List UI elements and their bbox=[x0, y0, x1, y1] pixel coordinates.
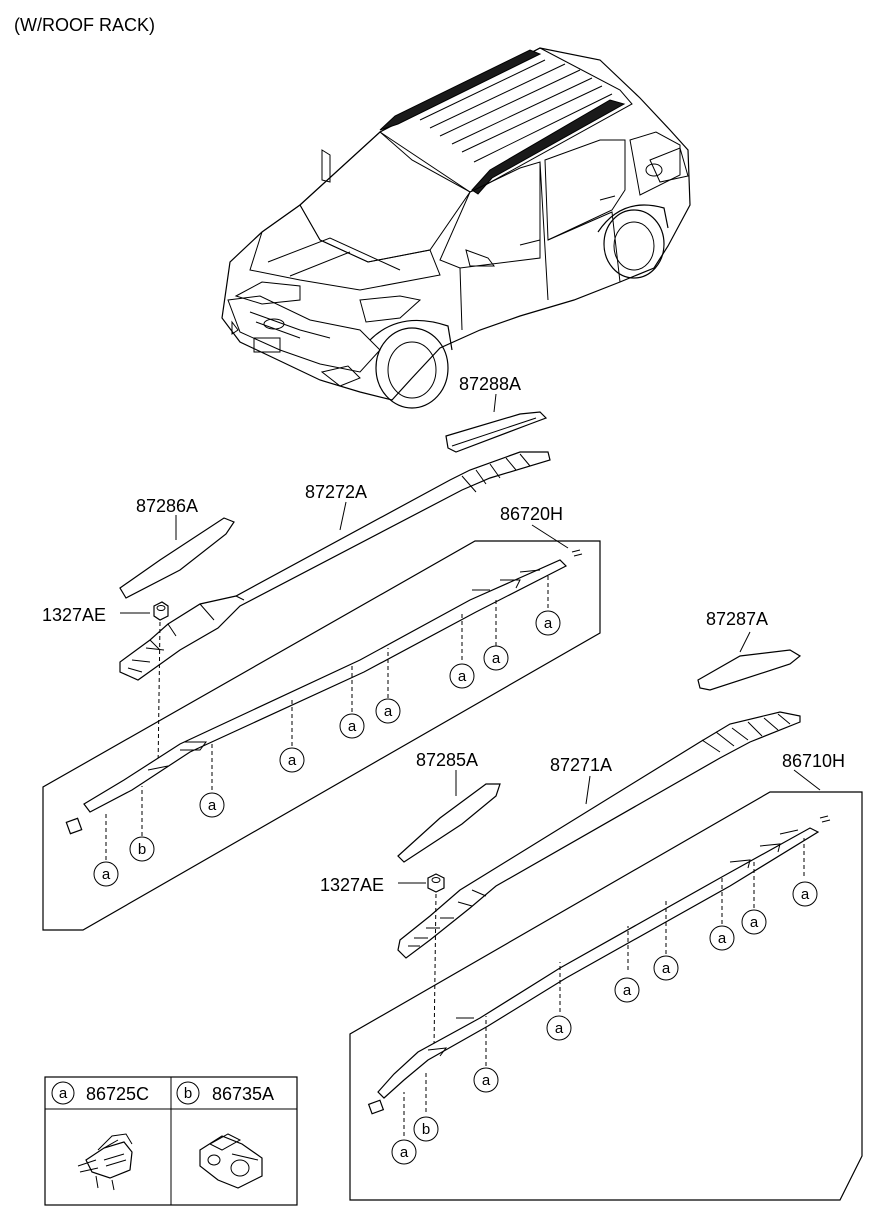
cover-87287a bbox=[697, 649, 802, 691]
label-87288a: 87288A bbox=[459, 374, 521, 394]
cover-87285a bbox=[397, 783, 501, 863]
cover-87286a bbox=[119, 517, 235, 599]
label-87285a: 87285A bbox=[416, 750, 478, 770]
lower-markers: a a a a a a a b a bbox=[391, 881, 818, 1165]
nut-1327ae-bottom bbox=[427, 873, 445, 893]
marker-a: a bbox=[384, 703, 393, 720]
marker-a: a bbox=[555, 1020, 564, 1037]
marker-a: a bbox=[482, 1072, 491, 1089]
legend-marker-a: a bbox=[59, 1085, 68, 1102]
legend-marker-b: b bbox=[184, 1085, 192, 1102]
marker-a: a bbox=[102, 866, 111, 883]
marker-b: b bbox=[138, 841, 146, 858]
cover-87288a bbox=[445, 411, 548, 453]
label-87286a: 87286A bbox=[136, 496, 198, 516]
lower-clip-leaders bbox=[403, 838, 805, 1136]
label-87272a: 87272A bbox=[305, 482, 367, 502]
marker-a: a bbox=[458, 668, 467, 685]
marker-a: a bbox=[288, 752, 297, 769]
marker-a: a bbox=[718, 930, 727, 947]
marker-a: a bbox=[400, 1144, 409, 1161]
legend-part-86725c: 86725C bbox=[86, 1084, 149, 1104]
label-1327ae-bottom: 1327AE bbox=[320, 875, 384, 895]
legend-row-a: a 86725C bbox=[51, 1081, 149, 1105]
legend-table: a 86725C b 86735A bbox=[44, 1076, 298, 1206]
upper-markers: a a a a a a a b a bbox=[93, 610, 561, 887]
label-1327ae-top: 1327AE bbox=[42, 605, 106, 625]
upper-clip-leaders bbox=[105, 576, 549, 860]
clip-86735a-illustration bbox=[199, 1133, 263, 1189]
rail-87272a bbox=[119, 451, 551, 681]
group-86710h-outline bbox=[349, 791, 863, 1201]
marker-a: a bbox=[750, 914, 759, 931]
label-87287a: 87287A bbox=[706, 609, 768, 629]
vehicle-illustration bbox=[221, 47, 691, 409]
diagram-title: (W/ROOF RACK) bbox=[14, 15, 155, 35]
label-86720h: 86720H bbox=[500, 504, 563, 524]
marker-a: a bbox=[492, 650, 501, 667]
marker-a: a bbox=[348, 718, 357, 735]
marker-a: a bbox=[208, 797, 217, 814]
marker-a: a bbox=[662, 960, 671, 977]
marker-a: a bbox=[623, 982, 632, 999]
marker-a: a bbox=[544, 615, 553, 632]
rail-87271a bbox=[397, 711, 801, 959]
label-87271a: 87271A bbox=[550, 755, 612, 775]
group-86720h-outline bbox=[42, 540, 601, 931]
clip-86725c-illustration bbox=[77, 1133, 133, 1191]
nut-1327ae-top bbox=[153, 601, 169, 621]
legend-row-b: b 86735A bbox=[176, 1081, 274, 1105]
marker-b: b bbox=[422, 1121, 430, 1138]
strip-86710h bbox=[377, 827, 820, 1099]
marker-a: a bbox=[801, 886, 810, 903]
strip-86720h bbox=[83, 559, 568, 813]
legend-part-86735a: 86735A bbox=[212, 1084, 274, 1104]
label-86710h: 86710H bbox=[782, 751, 845, 771]
